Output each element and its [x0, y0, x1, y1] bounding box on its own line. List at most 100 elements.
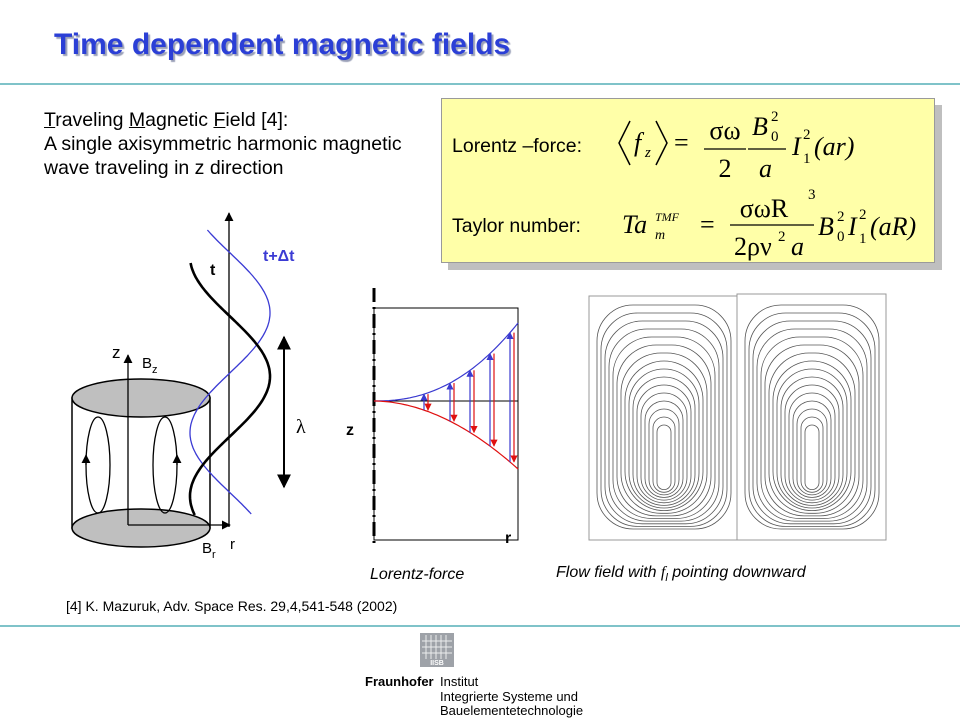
intro-text: Traveling Magnetic Field [4]: A single a… [44, 108, 404, 180]
lorentz-force-caption: Lorentz-force [370, 566, 465, 583]
streamline [760, 336, 864, 519]
svg-text:2: 2 [778, 229, 786, 245]
logo-box-text: IISB [430, 660, 444, 667]
cylinder-top [71, 378, 211, 418]
lorentz-b: B [752, 112, 768, 141]
wave-t [188, 262, 272, 516]
svg-text:2: 2 [859, 207, 867, 223]
svg-text:=: = [674, 128, 689, 157]
taylor-ta: Ta [622, 210, 647, 239]
title-divider [0, 83, 960, 85]
force-z-label: z [346, 422, 354, 439]
svg-text:a: a [759, 154, 772, 183]
intro-body: A single axisymmetric harmonic magnetic … [44, 133, 402, 179]
streamline [788, 392, 836, 501]
streamline [608, 328, 720, 522]
lorentz-numerator: σω [709, 116, 740, 145]
flow-field-image [588, 293, 887, 541]
svg-text:=: = [700, 210, 715, 239]
svg-text:2: 2 [803, 127, 811, 143]
cylinder-bottom [71, 508, 211, 548]
streamline [616, 344, 712, 517]
svg-text:2ρν: 2ρν [734, 232, 772, 261]
svg-text:z: z [644, 145, 651, 161]
svg-text:I: I [847, 212, 858, 241]
svg-text:2: 2 [837, 209, 845, 225]
streamline [652, 416, 676, 493]
streamline [796, 408, 828, 496]
cylinder [71, 378, 211, 548]
z-axis-label: z [112, 343, 121, 362]
svg-text:2: 2 [771, 109, 779, 125]
bz-label: Bz [142, 355, 158, 376]
svg-text:TMF: TMF [655, 210, 680, 224]
streamline [792, 400, 832, 498]
t-plus-dt-label: t+Δt [263, 248, 295, 265]
footer-divider [0, 625, 960, 627]
streamline [752, 320, 872, 525]
fraunhofer-brand: Fraunhofer [365, 674, 434, 689]
streamlines-left [596, 304, 732, 530]
institute-name: Institut Integrierte Systeme und Bauelem… [440, 674, 584, 718]
svg-text:1: 1 [859, 231, 867, 247]
streamline [804, 424, 820, 490]
svg-text:I: I [791, 132, 802, 161]
force-arrows [420, 331, 518, 463]
streamline [632, 376, 696, 506]
intro-heading: Traveling Magnetic Field [4]: [44, 109, 289, 131]
taylor-argument: (aR) [870, 212, 916, 241]
force-curve-red [374, 400, 519, 470]
streamline [648, 408, 680, 496]
force-curve-blue [374, 322, 519, 402]
streamline [600, 312, 728, 527]
lorentz-force-plot: z r [346, 288, 519, 545]
streamline [644, 400, 684, 498]
svg-text:B: B [818, 212, 834, 241]
r-axis-label: r [230, 536, 235, 553]
streamline [628, 368, 700, 509]
streamline [784, 384, 840, 504]
svg-text:1: 1 [803, 151, 811, 167]
lorentz-lhs: f [634, 128, 645, 157]
taylor-equation: Ta m TMF = σωR 3 2ρν 2 a B 0 2 I 1 2 (aR… [622, 187, 916, 261]
taylor-numerator: σωR [740, 194, 789, 223]
streamline [596, 304, 732, 530]
formula-equations: f z = σω 2 B 0 2 a I 1 2 (ar) Ta m TMF =… [618, 109, 916, 261]
page-title: Time dependent magnetic fields [54, 28, 511, 61]
streamline [744, 304, 880, 530]
streamline [636, 384, 692, 504]
lorentz-equation: f z = σω 2 B 0 2 a I 1 2 (ar) [618, 109, 854, 183]
streamline [756, 328, 868, 522]
force-plot-frame [373, 307, 519, 541]
streamline [776, 368, 848, 509]
streamline [748, 312, 876, 527]
streamline [772, 360, 852, 512]
svg-text:2: 2 [719, 154, 732, 183]
streamline [764, 344, 860, 517]
logo-grid-icon: IISB [422, 635, 452, 667]
streamline [780, 376, 844, 506]
br-label: Br [202, 540, 216, 561]
lorentz-force-label: Lorentz –force: [452, 135, 583, 157]
flow-panel-left [588, 295, 740, 541]
svg-text:0: 0 [837, 229, 845, 245]
streamline [768, 352, 856, 514]
streamline [656, 424, 672, 490]
lorentz-argument: (ar) [814, 132, 854, 161]
reference-citation: [4] K. Mazuruk, Adv. Space Res. 29,4,541… [66, 598, 398, 614]
streamlines-right [744, 304, 880, 530]
streamline [612, 336, 716, 519]
formula-box: Lorentz –force: Taylor number: f z = σω … [441, 98, 935, 263]
streamline [620, 352, 708, 514]
wave-t-plus-dt [189, 229, 271, 515]
svg-text:3: 3 [808, 187, 816, 203]
svg-text:a: a [791, 232, 804, 261]
t-axis-label: t [210, 262, 216, 279]
streamline [800, 416, 824, 493]
taylor-number-label: Taylor number: [452, 215, 581, 237]
flow-field-caption: Flow field with fl pointing downward [556, 564, 806, 585]
svg-text:m: m [655, 228, 665, 243]
streamline [624, 360, 704, 512]
fraunhofer-logo-mark: IISB [420, 633, 454, 667]
streamline [640, 392, 688, 501]
